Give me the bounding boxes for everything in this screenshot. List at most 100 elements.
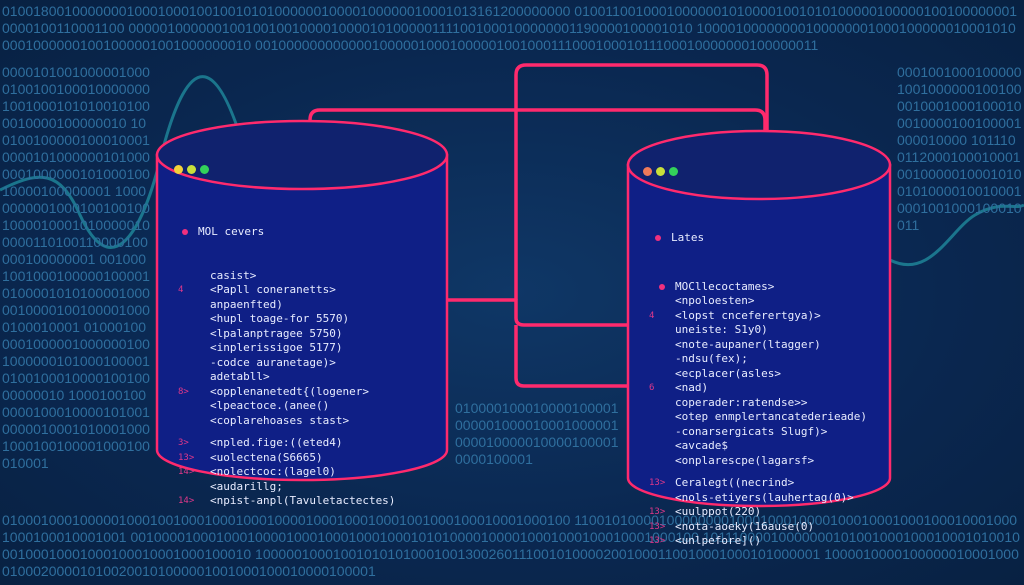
code-line: <note-aupaner(ltagger): [655, 338, 867, 353]
bullet-icon: [659, 283, 665, 290]
code-text: <unlpefore](): [675, 534, 762, 547]
code-line: [655, 468, 867, 476]
code-line: <otep enmplertancatederieade): [655, 410, 867, 425]
line-number: 4: [178, 285, 184, 295]
code-line: coperader:ratendse>>: [655, 396, 867, 411]
code-line: 13> <unlpefore](): [649, 534, 867, 549]
code-text: -codce auranetage)>: [210, 355, 336, 369]
code-line: 13> <uolectena(S6665): [178, 450, 395, 466]
code-text: <nols-etiyers(lauhertag(0)>: [675, 490, 854, 504]
code-text: <avcade$: [675, 439, 728, 452]
code-line: 13> <uulppot(220): [649, 505, 867, 520]
code-line: 4 <Papll coneranetts>: [178, 283, 395, 298]
code-line: <nols-etiyers(lauhertag(0)>: [655, 491, 867, 506]
left-db-title: MOL cevers: [198, 225, 265, 238]
line-number: 4: [649, 310, 655, 321]
code-text: <uolectena(S6665): [210, 450, 323, 464]
right-db-code: Lates MOCllecoctames><npoloesten>4 <lopst…: [649, 202, 867, 563]
code-text: <coplarehoases stast>: [210, 413, 350, 427]
connector-lines: [308, 63, 769, 388]
right-database-cylinder: [626, 129, 892, 508]
code-line: <inplerissigoe 5177): [182, 341, 395, 356]
left-db-code: MOL cevers casist>4 <Papll coneranetts>an…: [178, 196, 396, 523]
window-dot-green: [200, 165, 209, 174]
code-line: <hupl toage-for 5570): [182, 312, 395, 327]
binary-row: 0000010000001001001001000010000101000001…: [128, 20, 693, 36]
binary-row: 0100110010001000000101000010010101000001…: [2, 3, 1018, 36]
bullet-icon: [182, 229, 188, 235]
code-line: -codce auranetage)>: [182, 356, 395, 371]
code-text: <nolectcoc:(lagel0): [210, 465, 336, 478]
binary-row: 0100001000100001000010000010000100010000…: [455, 400, 619, 467]
code-text: <note-aupaner(ltagger): [675, 337, 821, 351]
code-text: -ndsu(fex);: [675, 352, 748, 365]
window-dot-orange: [643, 167, 652, 176]
code-text: anpaenfted): [210, 297, 283, 311]
line-number: 13>: [178, 452, 195, 463]
binary-zone-middle: 0100001000100001000010000010000100010000…: [455, 400, 620, 468]
code-line: <lpalanptragee 5750): [182, 327, 395, 342]
code-text: <lpeactoce.(anee(): [210, 399, 330, 412]
code-line: <lpeactoce.(anee(): [182, 399, 395, 414]
binary-row: 0010001001000100000100001010000101010000…: [2, 251, 150, 335]
code-text: <audarillg;: [210, 479, 283, 493]
line-number: 8>: [178, 386, 189, 397]
binary-row: 1011100112000100010001001000001000101001…: [897, 132, 1022, 233]
code-line: <coplarehoases stast>: [182, 414, 395, 429]
binary-row: 1000100100000010001000010100100000100010…: [2, 387, 150, 471]
code-line: 13><nota-aoeky(16ause(0): [649, 519, 867, 535]
binary-row: 1000010000100000010001000010002000010100…: [2, 546, 1019, 579]
code-line: casist>: [182, 269, 395, 284]
code-text: coperader:ratendse>>: [675, 395, 808, 409]
code-text: <lopst cnceferertgya)>: [675, 308, 821, 322]
binary-row: 1001001000001000100010000101000000101000…: [2, 115, 150, 199]
code-line: 14><nolectcoc:(lagel0): [178, 465, 395, 480]
left-db-title-line: MOL cevers: [182, 225, 395, 240]
binary-row: 0100010000010000010000001001000000101000…: [2, 319, 150, 403]
code-text: <npist-anpl(Tavuletactectes): [210, 494, 396, 507]
binary-zone-right: 0001001000100000100100000010010000100010…: [897, 64, 1022, 234]
code-text: <lpalanptragee 5750): [210, 326, 343, 340]
code-text: <otep enmplertancatederieade): [675, 410, 868, 423]
right-db-title-line: Lates: [655, 231, 867, 246]
code-line: 8><opplenanetedt{(logener>: [178, 385, 395, 400]
teal-wave: [0, 75, 252, 249]
code-line: <npoloesten>: [655, 294, 867, 309]
code-text: <inplerissigoe 5177): [210, 341, 343, 354]
code-text: <nota-aoeky(16ause(0): [675, 519, 815, 533]
code-line: -conarsergicats Slugf)>: [655, 425, 867, 440]
line-number: 14>: [178, 496, 195, 506]
code-line: MOCllecoctames>: [655, 280, 867, 295]
window-dot-yellow: [174, 165, 183, 174]
binary-row: 0100180010000000100010001001001010100000…: [2, 3, 571, 19]
code-line: 3><npled.fige:((eted4): [178, 436, 395, 451]
code-text: <nad): [675, 381, 709, 394]
window-dot-green: [669, 167, 678, 176]
code-line: 6<nad): [649, 381, 867, 396]
line-number: 13>: [649, 478, 666, 488]
line-number: 13>: [649, 536, 666, 546]
code-line: -ndsu(fex);: [655, 352, 867, 367]
binary-row: 0010000000000001000001000100000100100011…: [255, 37, 819, 53]
code-line: adetabll>: [182, 370, 395, 385]
binary-row: 0001001000100000100100000010010000100010…: [897, 64, 1022, 148]
code-line: uneiste: S1y0): [655, 323, 867, 338]
binary-row: 0010000100010001000010001000100010001010…: [130, 529, 699, 545]
right-db-title: Lates: [671, 231, 705, 244]
code-text: <onplarescpe(lagarsf>: [675, 453, 815, 467]
code-text: MOCllecoctames>: [675, 279, 775, 293]
code-text: uneiste: S1y0): [675, 323, 768, 336]
code-line: 14> <npist-anpl(Tavuletactectes): [178, 494, 396, 509]
code-line: [182, 428, 395, 436]
window-dot-lime: [656, 167, 665, 176]
window-dot-lime: [187, 165, 196, 174]
binary-zone-left: 0000101001000001000010010010001000000010…: [2, 64, 152, 472]
teal-wave-right: [889, 203, 1024, 267]
line-number: 3>: [178, 438, 189, 448]
code-line: 13>Ceralegt((necrind>: [649, 476, 867, 491]
code-text: <uulppot(220): [675, 505, 762, 518]
code-line: <ecplacer(asles>: [655, 367, 867, 382]
line-number: 13>: [649, 507, 666, 517]
code-text: <Papll coneranetts>: [210, 283, 336, 296]
code-line: 4 <lopst cnceferertgya)>: [649, 308, 867, 324]
